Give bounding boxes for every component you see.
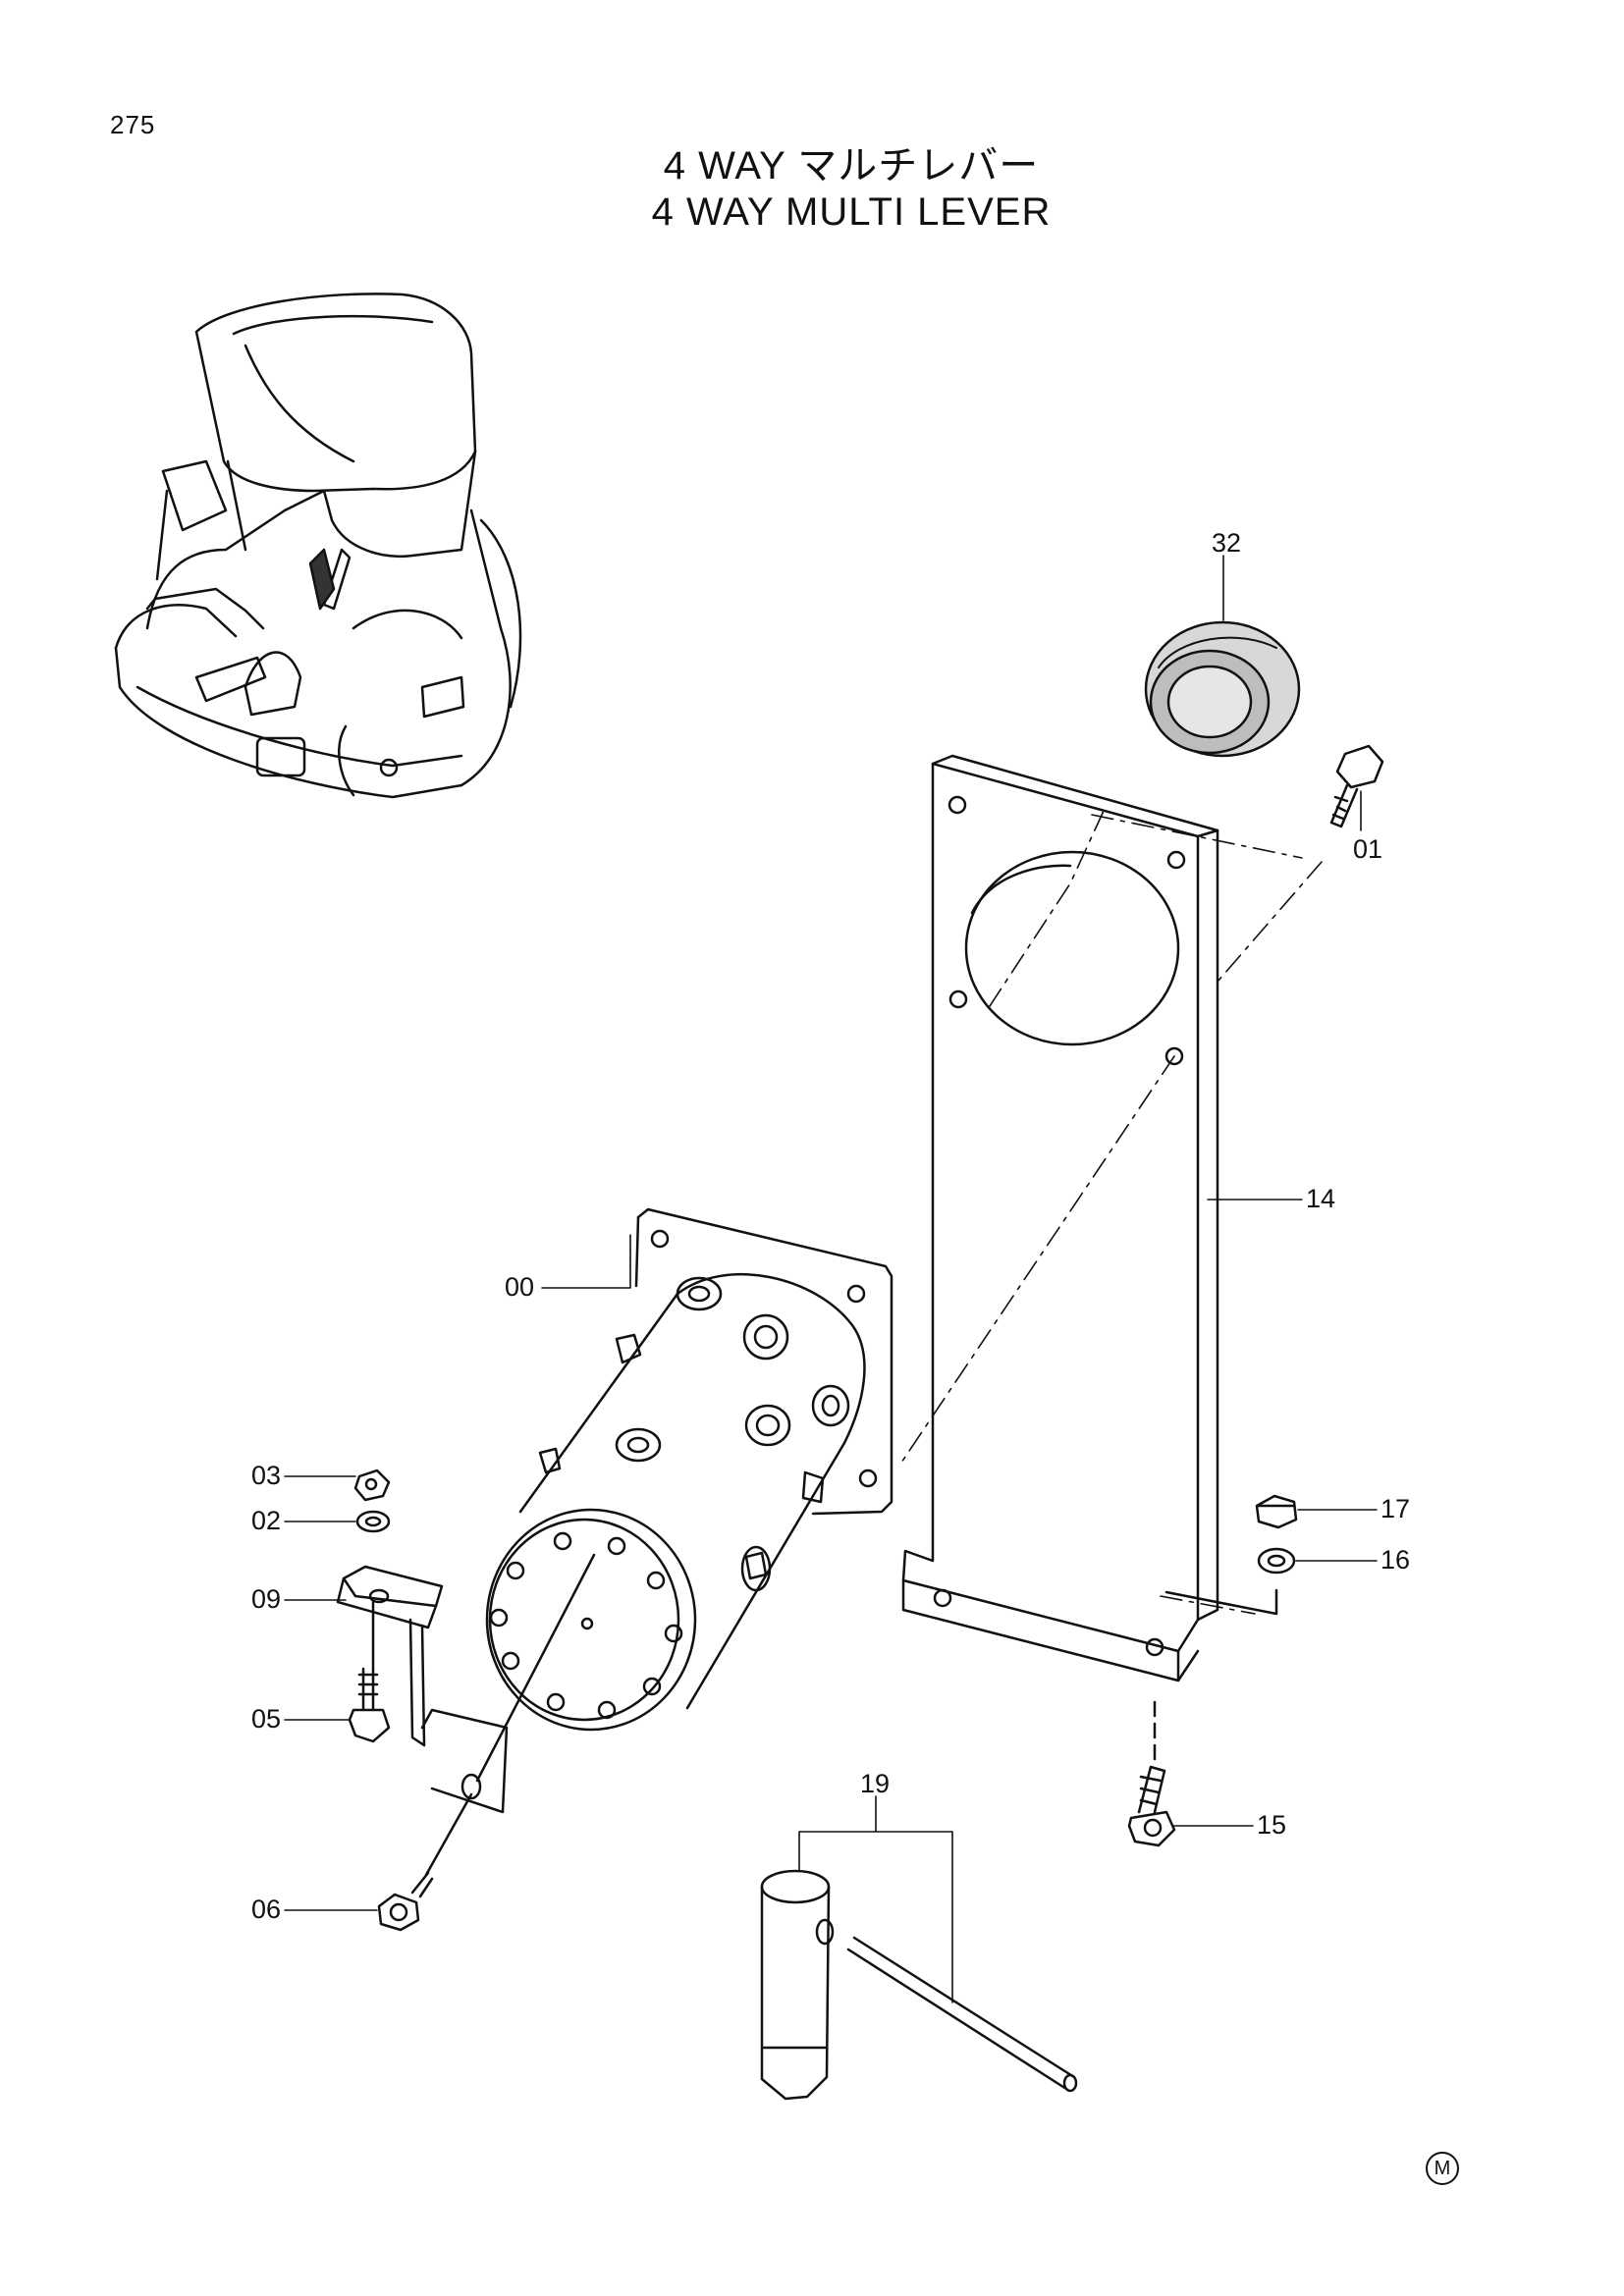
bolt-01-part xyxy=(1329,744,1384,828)
m-mark-symbol: M xyxy=(1426,2152,1459,2185)
page-number: 275 xyxy=(110,110,156,139)
callout-03: 03 xyxy=(251,1461,282,1490)
callout-19: 19 xyxy=(860,1769,891,1798)
machine-overview-illustration xyxy=(114,293,522,799)
callout-02: 02 xyxy=(251,1506,282,1535)
callout-01: 01 xyxy=(1353,834,1383,864)
callout-17: 17 xyxy=(1380,1494,1411,1523)
callout-15: 15 xyxy=(1257,1810,1287,1840)
grommet-part xyxy=(1144,620,1301,758)
leader-lines xyxy=(284,555,1378,2003)
callout-00: 00 xyxy=(505,1272,535,1302)
callout-16: 16 xyxy=(1380,1545,1411,1575)
wrench-tool-part xyxy=(760,1869,1078,2101)
bracket-plate-part xyxy=(901,754,1219,1682)
callout-09: 09 xyxy=(251,1584,282,1614)
valve-body-part xyxy=(485,1207,893,1732)
callout-06: 06 xyxy=(251,1895,282,1924)
left-hardware-parts xyxy=(336,1468,596,1932)
callout-05: 05 xyxy=(251,1704,282,1734)
right-hardware-parts xyxy=(1127,1494,1298,1847)
callout-14: 14 xyxy=(1306,1184,1336,1213)
title-japanese: 4 WAY マルチレバー xyxy=(663,144,1040,187)
callout-32: 32 xyxy=(1212,528,1242,558)
title-english: 4 WAY MULTI LEVER xyxy=(651,190,1052,234)
